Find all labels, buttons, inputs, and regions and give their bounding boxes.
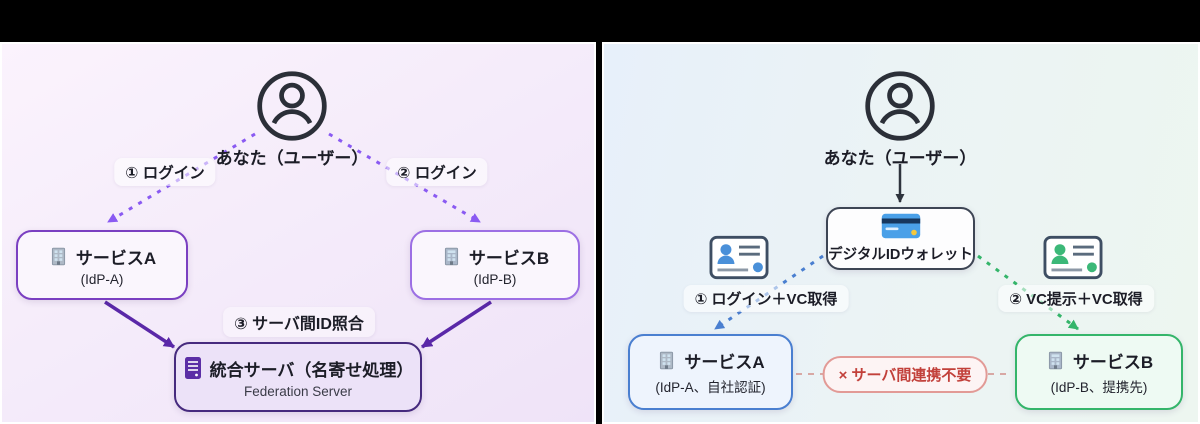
left-step3-label: ③ サーバ間ID照合 bbox=[223, 307, 375, 337]
user-icon bbox=[865, 71, 935, 141]
no-server-link-badge: × サーバ間連携不要 bbox=[822, 356, 988, 393]
right-service-a-subtitle: (IdP-A、自社認証) bbox=[655, 380, 766, 395]
left-service-b-box: サービスB (IdP-B) bbox=[410, 230, 580, 300]
building-icon bbox=[441, 246, 462, 267]
left-service-b-subtitle: (IdP-B) bbox=[473, 271, 517, 287]
right-service-b-subtitle: (IdP-B、提携先) bbox=[1050, 380, 1148, 395]
panel-divider bbox=[596, 42, 602, 424]
wallet-label: デジタルIDウォレット bbox=[828, 247, 973, 263]
user-icon bbox=[257, 71, 327, 141]
right-service-a-title: サービスA bbox=[684, 353, 765, 372]
right-panel-wallet: あなた（ユーザー） デジタルIDウォレット ① ログイン＋VC取得 bbox=[602, 42, 1200, 424]
digital-id-wallet-box: デジタルIDウォレット bbox=[826, 207, 975, 270]
service-b-to-federation-arrow bbox=[421, 300, 492, 349]
building-icon bbox=[48, 246, 69, 267]
right-service-b-box: サービスB (IdP-B、提携先) bbox=[1015, 334, 1183, 410]
left-login-1-label: ① ログイン bbox=[114, 158, 216, 186]
top-bar bbox=[0, 0, 1200, 42]
left-service-a-title: サービスA bbox=[75, 248, 157, 268]
right-service-a-box: サービスA (IdP-A、自社認証) bbox=[628, 334, 793, 410]
server-icon bbox=[183, 356, 203, 380]
right-flow-2-label: ② VC提示＋VC取得 bbox=[998, 285, 1154, 312]
right-service-b-title: サービスB bbox=[1072, 353, 1154, 372]
building-icon bbox=[1045, 350, 1066, 371]
credit-card-icon bbox=[881, 213, 921, 239]
id-card-green-icon bbox=[1043, 235, 1103, 280]
left-service-b-title: サービスB bbox=[468, 248, 550, 268]
building-icon bbox=[656, 350, 677, 371]
id-card-blue-icon bbox=[709, 235, 769, 280]
left-login-2-label: ② ログイン bbox=[386, 158, 488, 186]
left-user-label: あなた（ユーザー） bbox=[215, 149, 369, 168]
left-panel-federation: あなた（ユーザー） ① ログイン ② ログイン サービスA (IdP-A) サー… bbox=[0, 42, 596, 424]
service-a-to-federation-arrow bbox=[104, 300, 175, 349]
left-service-a-box: サービスA (IdP-A) bbox=[16, 230, 188, 300]
federation-subtitle: Federation Server bbox=[243, 383, 353, 399]
right-user-label: あなた（ユーザー） bbox=[823, 149, 977, 168]
right-flow-1-label: ① ログイン＋VC取得 bbox=[683, 285, 849, 312]
federation-title: 統合サーバ（名寄せ処理） bbox=[209, 360, 414, 380]
federation-server-box: 統合サーバ（名寄せ処理） Federation Server bbox=[174, 342, 422, 412]
left-service-a-subtitle: (IdP-A) bbox=[80, 271, 124, 287]
